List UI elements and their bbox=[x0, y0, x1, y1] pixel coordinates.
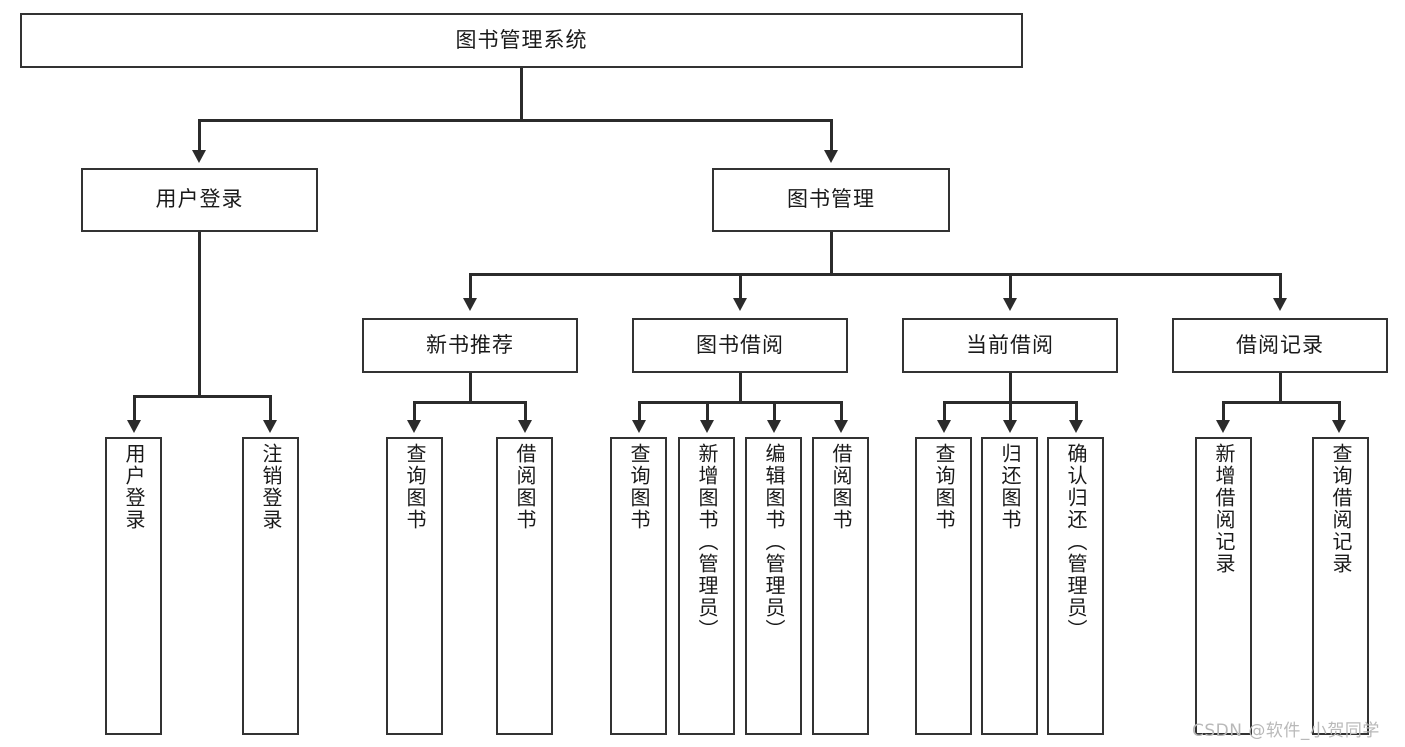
arrowhead-to-new-book bbox=[463, 298, 477, 311]
connector-borrow-record-drop-2 bbox=[1338, 401, 1341, 423]
connector-user-login-drop-1 bbox=[133, 395, 136, 423]
connector-book-borrow-drop-2 bbox=[706, 401, 709, 423]
connector-new-book-bus bbox=[413, 401, 526, 404]
arrowhead-new-book-2 bbox=[518, 420, 532, 433]
arrowhead-new-book-1 bbox=[407, 420, 421, 433]
leaf-borrow-record-query[interactable]: 查询借阅记录 bbox=[1312, 437, 1369, 735]
connector-user-login-drop-2 bbox=[269, 395, 272, 423]
leaf-user-login-logout[interactable]: 注销登录 bbox=[242, 437, 299, 735]
node-root-system[interactable]: 图书管理系统 bbox=[20, 13, 1023, 68]
connector-to-borrow-record bbox=[1279, 273, 1282, 301]
node-label: 新书推荐 bbox=[426, 332, 514, 357]
arrowhead-user-login-1 bbox=[127, 420, 141, 433]
arrowhead-book-borrow-1 bbox=[632, 420, 646, 433]
leaf-label: 查询借阅记录 bbox=[1329, 443, 1353, 575]
arrowhead-book-borrow-4 bbox=[834, 420, 848, 433]
connector-new-book-drop-1 bbox=[413, 401, 416, 423]
leaf-label: 用户登录 bbox=[122, 443, 146, 531]
leaf-new-book-query[interactable]: 查询图书 bbox=[386, 437, 443, 735]
connector-to-book-borrow bbox=[739, 273, 742, 301]
connector-book-borrow-stem bbox=[739, 373, 742, 403]
leaf-current-borrow-return[interactable]: 归还图书 bbox=[981, 437, 1038, 735]
connector-user-login-stem bbox=[198, 232, 201, 397]
node-label: 图书管理系统 bbox=[455, 27, 588, 52]
leaf-label: 注销登录 bbox=[259, 443, 283, 531]
arrowhead-to-borrow-record bbox=[1273, 298, 1287, 311]
node-current-borrow[interactable]: 当前借阅 bbox=[902, 318, 1118, 373]
connector-to-new-book bbox=[469, 273, 472, 301]
connector-new-book-stem bbox=[469, 373, 472, 403]
leaf-label: 借阅图书 bbox=[513, 443, 537, 531]
node-user-login[interactable]: 用户登录 bbox=[81, 168, 318, 232]
leaf-book-borrow-borrow[interactable]: 借阅图书 bbox=[812, 437, 869, 735]
node-label: 用户登录 bbox=[155, 187, 244, 212]
leaf-label: 查询图书 bbox=[403, 443, 427, 531]
arrowhead-borrow-record-2 bbox=[1332, 420, 1346, 433]
node-label: 当前借阅 bbox=[966, 332, 1054, 357]
arrowhead-user-login-2 bbox=[263, 420, 277, 433]
node-book-borrow[interactable]: 图书借阅 bbox=[632, 318, 848, 373]
connector-borrow-record-stem bbox=[1279, 373, 1282, 403]
connector-borrow-record-bus bbox=[1222, 401, 1340, 404]
connector-to-book-manage bbox=[830, 119, 833, 153]
leaf-label: 查询图书 bbox=[932, 443, 956, 531]
arrowhead-book-borrow-3 bbox=[767, 420, 781, 433]
watermark-text: CSDN @软件_小贺同学 bbox=[1192, 721, 1380, 741]
node-book-manage[interactable]: 图书管理 bbox=[712, 168, 950, 232]
leaf-label: 新增图书（管理员） bbox=[695, 443, 719, 641]
leaf-borrow-record-add[interactable]: 新增借阅记录 bbox=[1195, 437, 1252, 735]
arrowhead-to-current-borrow bbox=[1003, 298, 1017, 311]
connector-root-stem bbox=[520, 68, 523, 121]
connector-book-manage-stem bbox=[830, 232, 833, 275]
arrowhead-borrow-record-1 bbox=[1216, 420, 1230, 433]
node-borrow-record[interactable]: 借阅记录 bbox=[1172, 318, 1388, 373]
connector-book-borrow-drop-1 bbox=[638, 401, 641, 423]
connector-to-user-login bbox=[198, 119, 201, 153]
leaf-new-book-borrow[interactable]: 借阅图书 bbox=[496, 437, 553, 735]
connector-borrow-record-drop-1 bbox=[1222, 401, 1225, 423]
arrowhead-current-borrow-2 bbox=[1003, 420, 1017, 433]
csdn-watermark: CSDN @软件_小贺同学 bbox=[1192, 716, 1380, 741]
leaf-label: 查询图书 bbox=[627, 443, 651, 531]
node-label: 图书借阅 bbox=[696, 332, 784, 357]
leaf-book-borrow-query[interactable]: 查询图书 bbox=[610, 437, 667, 735]
leaf-book-borrow-edit[interactable]: 编辑图书（管理员） bbox=[745, 437, 802, 735]
arrowhead-current-borrow-1 bbox=[937, 420, 951, 433]
leaf-label: 确认归还（管理员） bbox=[1064, 443, 1088, 641]
connector-current-borrow-drop-3 bbox=[1075, 401, 1078, 423]
connector-new-book-drop-2 bbox=[524, 401, 527, 423]
connector-current-borrow-stem bbox=[1009, 373, 1012, 403]
connector-level1-bus bbox=[198, 119, 832, 122]
leaf-book-borrow-add[interactable]: 新增图书（管理员） bbox=[678, 437, 735, 735]
arrowhead-to-user-login bbox=[192, 150, 206, 163]
node-new-book-recommend[interactable]: 新书推荐 bbox=[362, 318, 578, 373]
leaf-current-borrow-query[interactable]: 查询图书 bbox=[915, 437, 972, 735]
leaf-label: 编辑图书（管理员） bbox=[762, 443, 786, 641]
node-label: 图书管理 bbox=[787, 187, 875, 212]
connector-current-borrow-drop-1 bbox=[943, 401, 946, 423]
arrowhead-book-borrow-2 bbox=[700, 420, 714, 433]
connector-user-login-bus bbox=[133, 395, 271, 398]
connector-level2-bus bbox=[469, 273, 1281, 276]
arrowhead-to-book-borrow bbox=[733, 298, 747, 311]
leaf-label: 新增借阅记录 bbox=[1212, 443, 1236, 575]
connector-to-current-borrow bbox=[1009, 273, 1012, 301]
arrowhead-current-borrow-3 bbox=[1069, 420, 1083, 433]
connector-book-borrow-drop-4 bbox=[840, 401, 843, 423]
leaf-user-login-login[interactable]: 用户登录 bbox=[105, 437, 162, 735]
leaf-label: 归还图书 bbox=[998, 443, 1022, 531]
connector-book-borrow-bus bbox=[638, 401, 841, 404]
leaf-label: 借阅图书 bbox=[829, 443, 853, 531]
leaf-current-borrow-confirm[interactable]: 确认归还（管理员） bbox=[1047, 437, 1104, 735]
connector-book-borrow-drop-3 bbox=[773, 401, 776, 423]
node-label: 借阅记录 bbox=[1236, 332, 1324, 357]
arrowhead-to-book-manage bbox=[824, 150, 838, 163]
connector-current-borrow-drop-2 bbox=[1009, 401, 1012, 423]
